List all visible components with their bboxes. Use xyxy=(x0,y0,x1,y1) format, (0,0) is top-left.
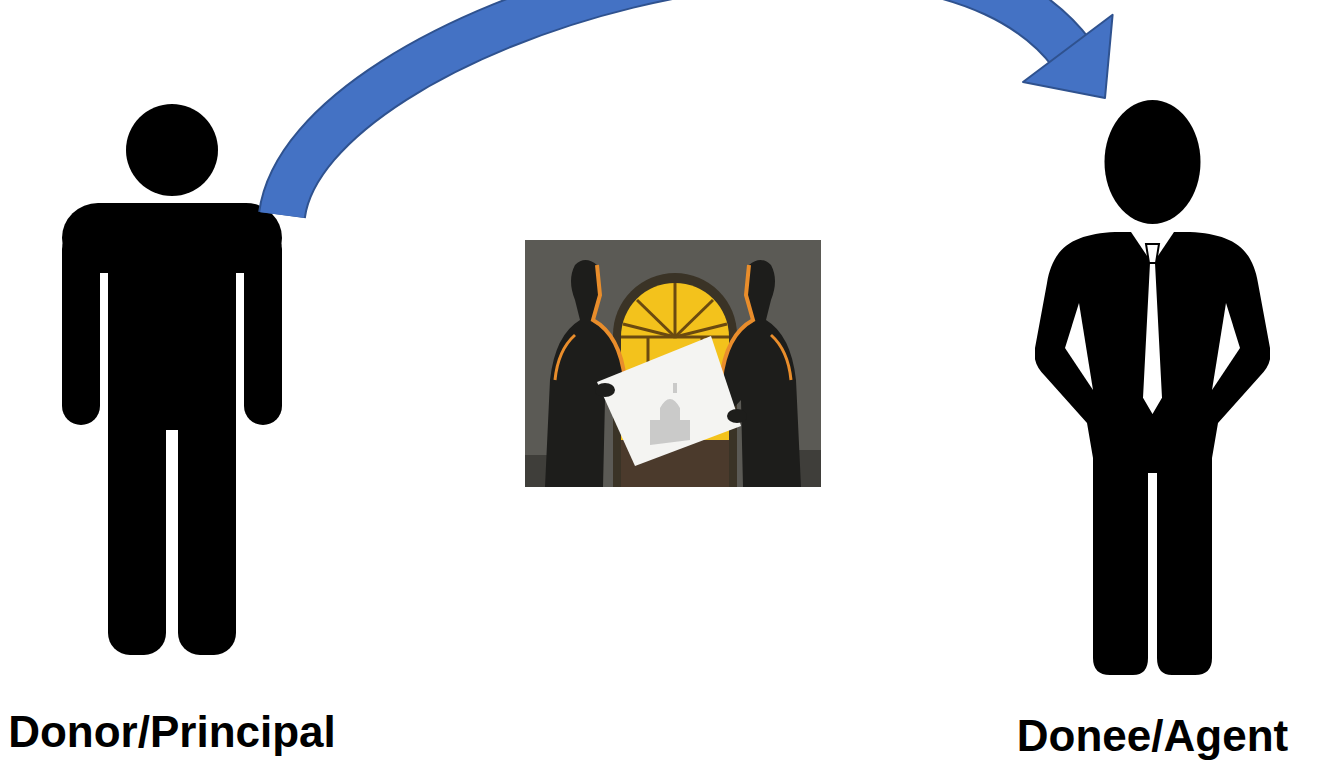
arrow-band xyxy=(282,0,1072,215)
person-node: Donee/Agent xyxy=(1035,98,1270,675)
role-label: Donee/Agent xyxy=(1017,709,1288,762)
arrow-head xyxy=(1023,15,1113,98)
role-label: Donor/Principal xyxy=(8,705,336,758)
handover-illustration xyxy=(525,240,821,487)
businessman-figure xyxy=(1035,98,1270,675)
person-figure xyxy=(62,100,282,655)
person-node: Donor/Principal xyxy=(62,100,282,655)
arrow-outline xyxy=(282,0,1072,215)
curved-arrow xyxy=(282,0,1113,215)
